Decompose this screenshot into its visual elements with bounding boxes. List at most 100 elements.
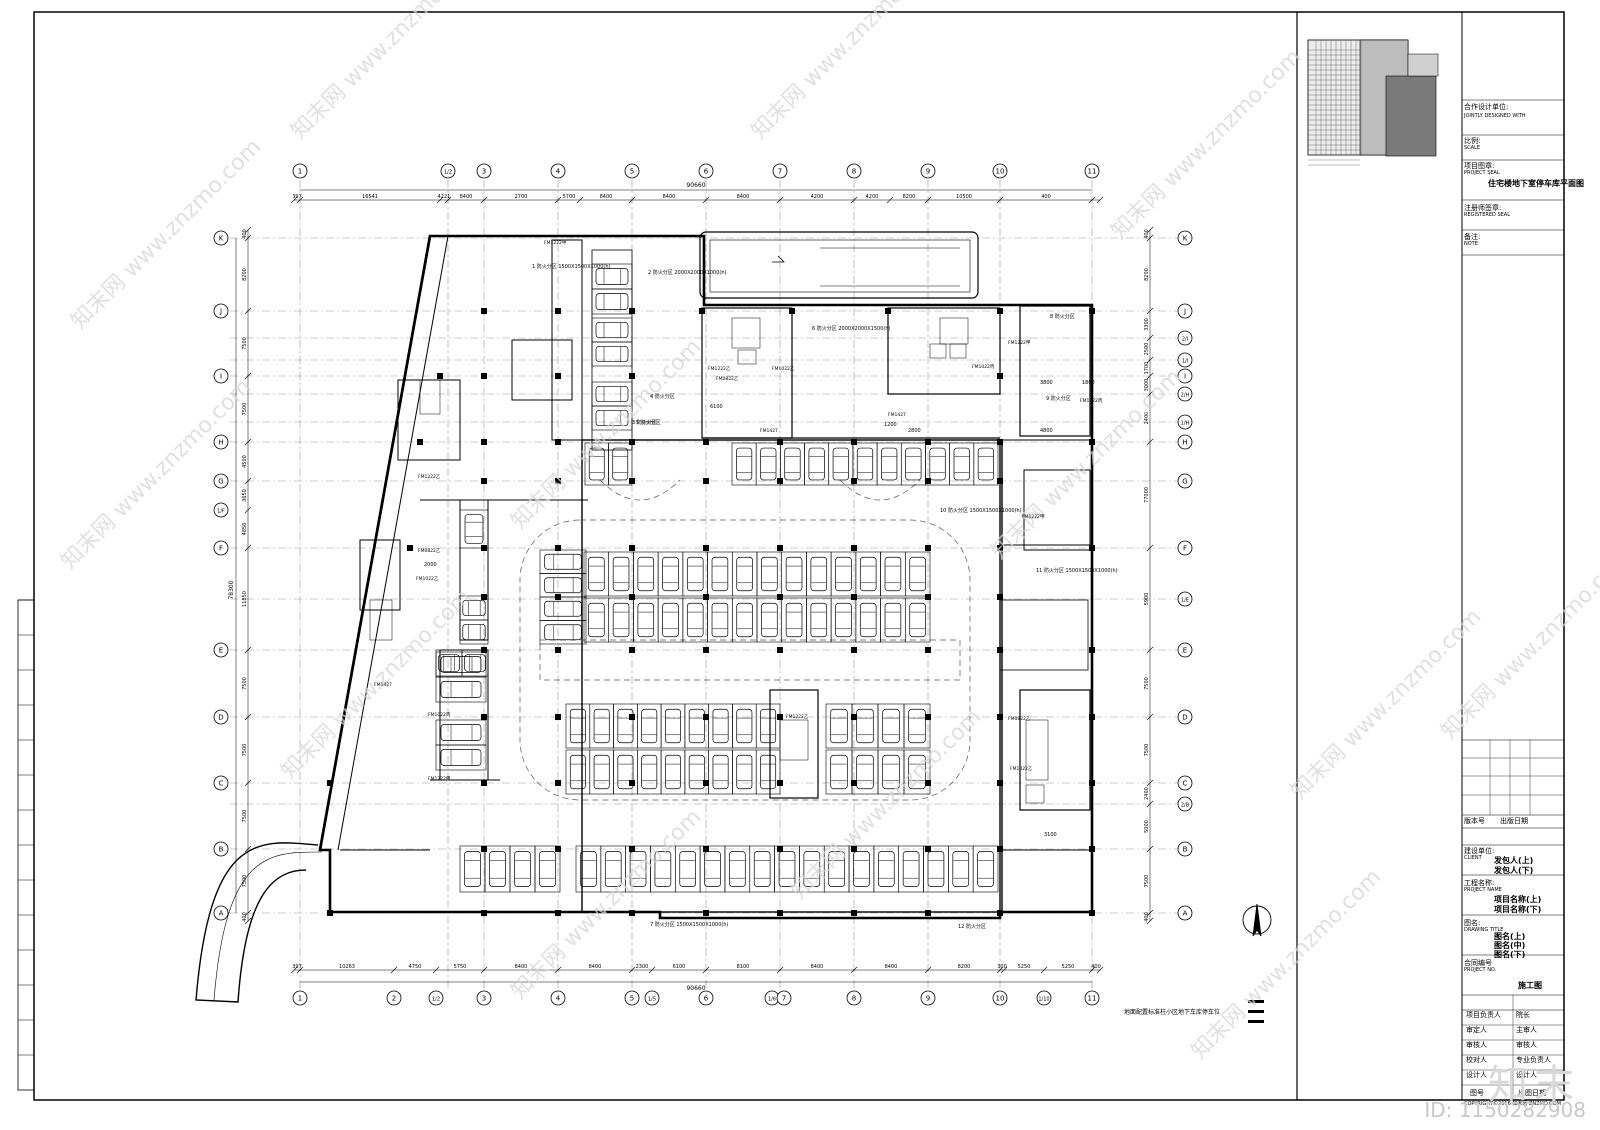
column — [629, 478, 635, 484]
column — [555, 308, 561, 314]
svg-text:H: H — [218, 439, 223, 447]
svg-text:2/I: 2/I — [1182, 337, 1188, 343]
parking-stall — [637, 749, 662, 795]
svg-text:1/F: 1/F — [217, 509, 225, 515]
parking-stall — [855, 551, 881, 597]
design-unit-label: 合作设计单位: — [1464, 103, 1509, 111]
parking-stall — [904, 551, 931, 597]
parking-stall — [904, 597, 931, 643]
axis-bubble-top: 6 — [698, 163, 714, 179]
axis-bubble-left: H — [213, 434, 229, 450]
axis-bubble-right: E — [1177, 642, 1193, 658]
parking-stall — [660, 749, 686, 795]
column — [1089, 308, 1095, 314]
parking-stall — [565, 703, 591, 749]
axis-bubble-left: G — [213, 473, 229, 489]
axis-bubble-bottom: 5 — [624, 990, 640, 1006]
column — [851, 846, 857, 852]
fire-zone-label: 11 防火分区 1500X1500X1000(h) — [1036, 567, 1118, 574]
parking-stall — [591, 405, 633, 431]
svg-text:E: E — [219, 647, 223, 655]
parking-stall — [903, 749, 931, 795]
parking-stall — [459, 619, 489, 645]
parking-stall — [484, 845, 511, 893]
column — [997, 714, 1003, 720]
parking-stall — [539, 549, 587, 574]
parking-stall — [583, 597, 610, 643]
svg-text:8: 8 — [852, 995, 856, 1003]
parking-stall — [509, 845, 536, 893]
column — [925, 545, 931, 551]
dim-note: 2800 — [908, 428, 921, 434]
axis-bubble-right: A — [1177, 905, 1193, 921]
door-label: FM0822乙 — [1008, 715, 1031, 722]
axis-bubble-bottom: 6 — [698, 990, 714, 1006]
svg-text:9: 9 — [926, 168, 930, 176]
parking-stall — [948, 845, 974, 893]
column — [629, 910, 635, 916]
column — [997, 910, 1003, 916]
column — [777, 714, 783, 720]
svg-text:J: J — [1183, 308, 1186, 316]
svg-text:A: A — [1183, 910, 1188, 918]
svg-text:8400: 8400 — [737, 194, 750, 200]
svg-text:4750: 4750 — [409, 964, 422, 970]
axis-bubble-top: 1/2 — [440, 163, 456, 179]
svg-text:E: E — [1183, 647, 1187, 655]
axis-bubble-bottom: 1/2 — [428, 990, 444, 1006]
copyright-text: COPYRIGHT©2016 知末网 ZNZMO.COM — [1464, 1101, 1561, 1107]
svg-text:G: G — [1182, 478, 1187, 486]
column — [481, 647, 487, 653]
axis-bubble-top: 3 — [476, 163, 492, 179]
axis-bubble-top: 9 — [920, 163, 936, 179]
column — [629, 545, 635, 551]
svg-text:5: 5 — [630, 168, 634, 176]
axis-bubble-right: F — [1177, 540, 1193, 556]
column — [997, 594, 1003, 600]
parking-stall — [608, 551, 634, 597]
parking-stall — [637, 703, 662, 749]
watermark-text: 知末网 www.znzmo.com — [507, 804, 707, 1004]
parking-stall — [591, 263, 633, 290]
svg-text:11: 11 — [1088, 168, 1097, 176]
door-label: FM1022乙 — [772, 365, 795, 372]
role-label-right: 院长 — [1516, 1011, 1530, 1019]
parking-stall — [534, 845, 561, 893]
column — [777, 780, 783, 786]
door-label: FM1222甲 — [1008, 340, 1030, 346]
owner-value: 发包人(上) 发包人(下) — [1494, 856, 1534, 875]
svg-text:3000: 3000 — [1144, 379, 1150, 392]
column — [555, 545, 561, 551]
column — [703, 647, 709, 653]
parking-stall — [435, 719, 487, 746]
left-strip-cells — [18, 599, 34, 1056]
svg-text:3: 3 — [482, 995, 486, 1003]
svg-text:C: C — [1183, 780, 1188, 788]
watermark-text: 知末网 www.znzmo.com — [507, 334, 707, 534]
svg-text:7500: 7500 — [1144, 677, 1150, 690]
parking-stall — [708, 703, 733, 749]
column — [925, 714, 931, 720]
axis-bubble-bottom: 1/10 — [1036, 990, 1052, 1006]
svg-text:7500: 7500 — [1144, 875, 1150, 888]
column — [1089, 714, 1095, 720]
column — [555, 647, 561, 653]
svg-text:2400: 2400 — [1144, 412, 1150, 425]
axis-bubble-left: B — [213, 841, 229, 857]
svg-text:5700: 5700 — [563, 194, 576, 200]
axis-bubble-bottom: 7 — [776, 990, 792, 1006]
svg-text:8200: 8200 — [1144, 268, 1150, 281]
parking-stall — [949, 442, 975, 486]
parking-stall — [435, 676, 487, 703]
door-label: FM1222乙 — [708, 365, 731, 372]
role-label-right: 审核人 — [1516, 1041, 1537, 1049]
dim-note: 6100 — [710, 404, 723, 410]
parking-stall — [724, 845, 751, 893]
column — [925, 594, 931, 600]
door-label: FM1222甲 — [428, 776, 450, 782]
axis-bubble-right: I — [1177, 368, 1193, 384]
svg-text:8400: 8400 — [589, 964, 602, 970]
svg-text:400: 400 — [1041, 194, 1051, 200]
parking-stall — [851, 749, 879, 795]
